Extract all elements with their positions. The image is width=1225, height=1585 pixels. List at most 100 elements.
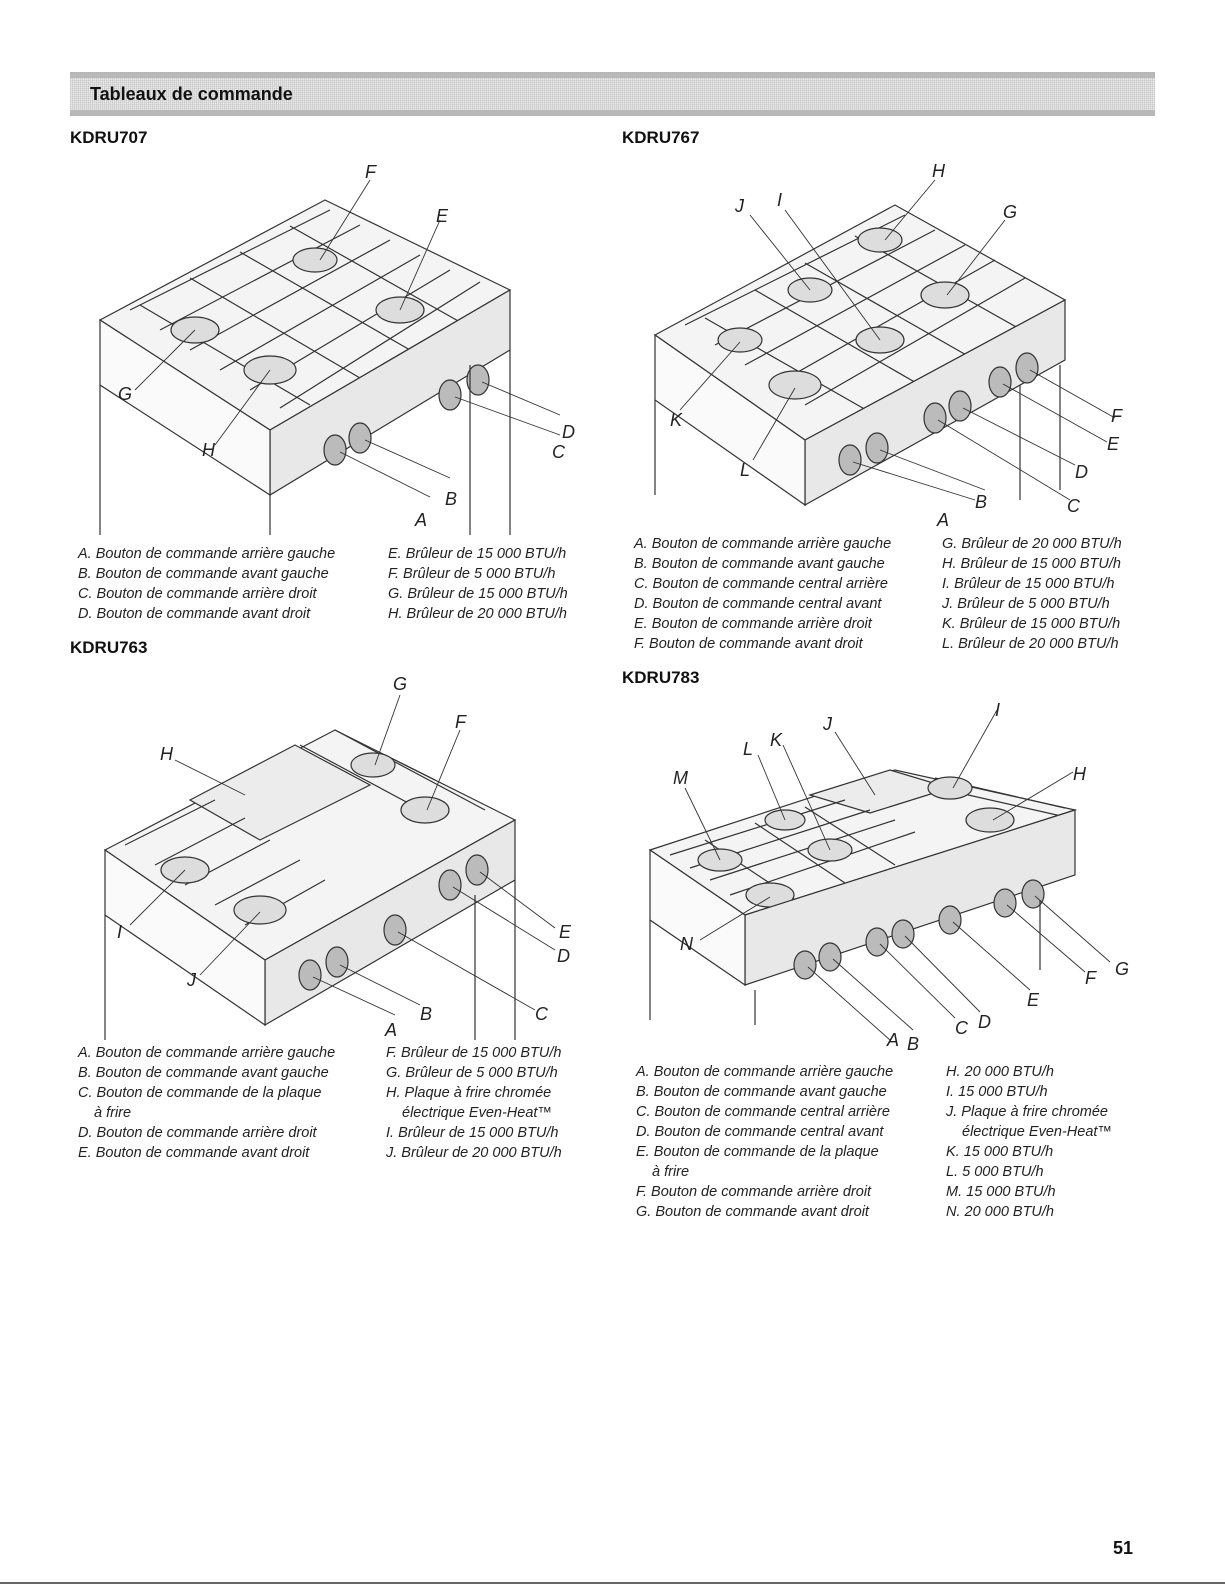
callout-e: E bbox=[1107, 434, 1120, 454]
legend-item: F. Brûleur de 5 000 BTU/h bbox=[388, 566, 556, 582]
legend-kdru783: A. Bouton de commande arrière gauche B. … bbox=[636, 1062, 1176, 1227]
legend-item: F. Bouton de commande avant droit bbox=[634, 636, 863, 652]
callout-b: B bbox=[420, 1004, 432, 1024]
callout-f: F bbox=[1111, 406, 1123, 426]
callout-d: D bbox=[1075, 462, 1088, 482]
legend-item: L. Brûleur de 20 000 BTU/h bbox=[942, 636, 1119, 652]
legend-item: G. Brûleur de 5 000 BTU/h bbox=[386, 1065, 558, 1081]
legend-item: A. Bouton de commande arrière gauche bbox=[634, 536, 892, 552]
callout-d: D bbox=[978, 1012, 991, 1032]
legend-item-continued: électrique Even-Heat™ bbox=[962, 1124, 1112, 1140]
range-illustration-kdru783: I H J K L M N G F E D C B A bbox=[648, 700, 1129, 1054]
section-header-band bbox=[70, 72, 1155, 116]
bottom-rule bbox=[0, 1582, 1225, 1584]
callout-h: H bbox=[932, 161, 946, 181]
legend-item: D. Bouton de commande central avant bbox=[634, 596, 882, 612]
section-title: Tableaux de commande bbox=[90, 84, 293, 104]
callout-g: G bbox=[1003, 202, 1017, 222]
callout-f: F bbox=[365, 162, 377, 182]
model-title-kdru783: KDRU783 bbox=[622, 668, 700, 687]
callout-b: B bbox=[445, 489, 457, 509]
callout-n: N bbox=[680, 934, 694, 954]
range-illustration-kdru707: F E G H D C B A bbox=[98, 162, 575, 535]
legend-item: H. 20 000 BTU/h bbox=[946, 1064, 1054, 1080]
legend-item: M. 15 000 BTU/h bbox=[946, 1184, 1056, 1200]
callout-b: B bbox=[907, 1034, 919, 1054]
callout-a: A bbox=[936, 510, 949, 530]
page-number: 51 bbox=[1112, 1538, 1133, 1558]
callout-h: H bbox=[1073, 764, 1087, 784]
legend-item: C. Bouton de commande central arrière bbox=[636, 1104, 890, 1120]
legend-item: K. 15 000 BTU/h bbox=[946, 1144, 1054, 1160]
legend-item: J. Brûleur de 20 000 BTU/h bbox=[386, 1145, 562, 1161]
callout-l: L bbox=[740, 460, 750, 480]
callout-a: A bbox=[384, 1020, 397, 1040]
legend-item: G. Brûleur de 20 000 BTU/h bbox=[942, 536, 1122, 552]
callout-h: H bbox=[202, 440, 216, 460]
callout-e: E bbox=[1027, 990, 1040, 1010]
model-title-kdru767: KDRU767 bbox=[622, 128, 700, 147]
legend-item: A. Bouton de commande arrière gauche bbox=[78, 546, 336, 562]
callout-a: A bbox=[886, 1030, 899, 1050]
legend-item: D. Bouton de commande central avant bbox=[636, 1124, 884, 1140]
callout-j: J bbox=[822, 714, 833, 734]
callout-c: C bbox=[955, 1018, 969, 1038]
model-title-kdru763: KDRU763 bbox=[70, 638, 148, 657]
callout-f: F bbox=[455, 712, 467, 732]
range-illustration-kdru767: H G J I K L F E D C B A bbox=[653, 161, 1123, 530]
legend-item: N. 20 000 BTU/h bbox=[946, 1204, 1054, 1220]
legend-item: E. Bouton de commande arrière droit bbox=[634, 616, 872, 632]
callout-e: E bbox=[436, 206, 449, 226]
legend-item: B. Bouton de commande avant gauche bbox=[634, 556, 885, 572]
callout-j: J bbox=[734, 196, 745, 216]
callout-i: I bbox=[995, 700, 1000, 720]
legend-item: G. Bouton de commande avant droit bbox=[636, 1204, 869, 1220]
legend-item: J. Brûleur de 5 000 BTU/h bbox=[942, 596, 1110, 612]
callout-d: D bbox=[557, 946, 570, 966]
callout-c: C bbox=[1067, 496, 1081, 516]
callout-e: E bbox=[559, 922, 572, 942]
legend-item: F. Bouton de commande arrière droit bbox=[636, 1184, 872, 1200]
callout-f: F bbox=[1085, 968, 1097, 988]
callout-k: K bbox=[770, 730, 783, 750]
legend-item-continued: à frire bbox=[94, 1105, 132, 1121]
callout-m: M bbox=[673, 768, 688, 788]
callout-h: H bbox=[160, 744, 174, 764]
callout-g: G bbox=[393, 674, 407, 694]
legend-item: H. Brûleur de 20 000 BTU/h bbox=[388, 606, 567, 622]
callout-k: K bbox=[670, 410, 683, 430]
callout-i: I bbox=[777, 190, 782, 210]
legend-item: I. 15 000 BTU/h bbox=[946, 1084, 1048, 1100]
legend-item: K. Brûleur de 15 000 BTU/h bbox=[942, 616, 1121, 632]
legend-item: C. Bouton de commande arrière droit bbox=[78, 586, 317, 602]
callout-d: D bbox=[562, 422, 575, 442]
legend-item: J. Plaque à frire chromée bbox=[946, 1104, 1108, 1120]
legend-item: H. Brûleur de 15 000 BTU/h bbox=[942, 556, 1121, 572]
legend-item: B. Bouton de commande avant gauche bbox=[636, 1084, 887, 1100]
figure-kdru767: H G J I K L F E D C B A bbox=[645, 160, 1165, 530]
legend-item: L. 5 000 BTU/h bbox=[946, 1164, 1044, 1180]
legend-item: A. Bouton de commande arrière gauche bbox=[636, 1064, 894, 1080]
legend-item: D. Bouton de commande avant droit bbox=[78, 606, 311, 622]
legend-item: F. Brûleur de 15 000 BTU/h bbox=[386, 1045, 562, 1061]
figure-kdru707: F E G H D C B A bbox=[90, 160, 590, 535]
legend-item: D. Bouton de commande arrière droit bbox=[78, 1125, 317, 1141]
legend-item: I. Brûleur de 15 000 BTU/h bbox=[386, 1125, 559, 1141]
callout-g: G bbox=[1115, 959, 1129, 979]
callout-a: A bbox=[414, 510, 427, 530]
legend-kdru763: A. Bouton de commande arrière gauche B. … bbox=[78, 1043, 598, 1168]
legend-item: I. Brûleur de 15 000 BTU/h bbox=[942, 576, 1115, 592]
legend-item: G. Brûleur de 15 000 BTU/h bbox=[388, 586, 568, 602]
legend-item: B. Bouton de commande avant gauche bbox=[78, 1065, 329, 1081]
legend-item: E. Brûleur de 15 000 BTU/h bbox=[388, 546, 567, 562]
range-illustration-kdru763: G F H I J E D C B A bbox=[103, 674, 572, 1040]
callout-j: J bbox=[186, 970, 197, 990]
callout-g: G bbox=[118, 384, 132, 404]
figure-kdru763: G F H I J E D C B A bbox=[95, 670, 595, 1040]
callout-c: C bbox=[535, 1004, 549, 1024]
callout-l: L bbox=[743, 739, 753, 759]
legend-item: B. Bouton de commande avant gauche bbox=[78, 566, 329, 582]
legend-kdru707: A. Bouton de commande arrière gauche B. … bbox=[78, 544, 598, 628]
callout-b: B bbox=[975, 492, 987, 512]
legend-item: C. Bouton de commande central arrière bbox=[634, 576, 888, 592]
